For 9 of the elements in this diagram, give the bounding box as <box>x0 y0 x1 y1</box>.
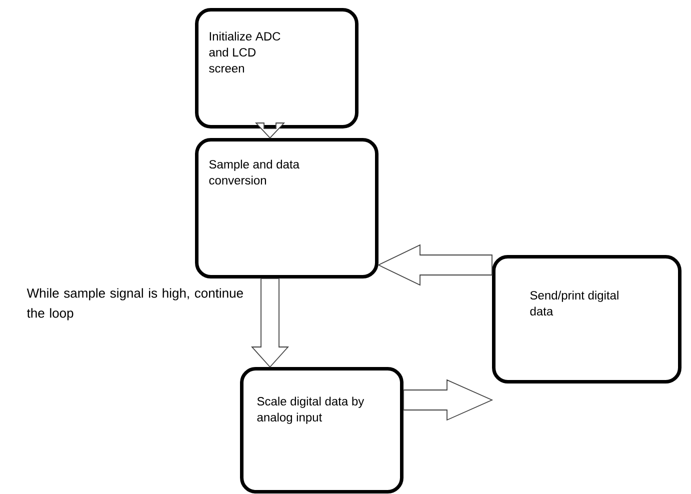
process-box: Scale digital data by analog input <box>240 367 404 494</box>
process-box: Sample and data conversion <box>195 138 378 278</box>
block-arrow <box>403 379 494 421</box>
block-arrow <box>254 122 286 139</box>
process-box: Send/print digital data <box>492 255 682 384</box>
edge-label: While sample signal is high, continue the loop <box>26 287 250 322</box>
process-box: Initialize ADC and LCD screen <box>195 8 358 128</box>
block-arrow <box>377 244 492 286</box>
block-arrow <box>251 278 290 368</box>
